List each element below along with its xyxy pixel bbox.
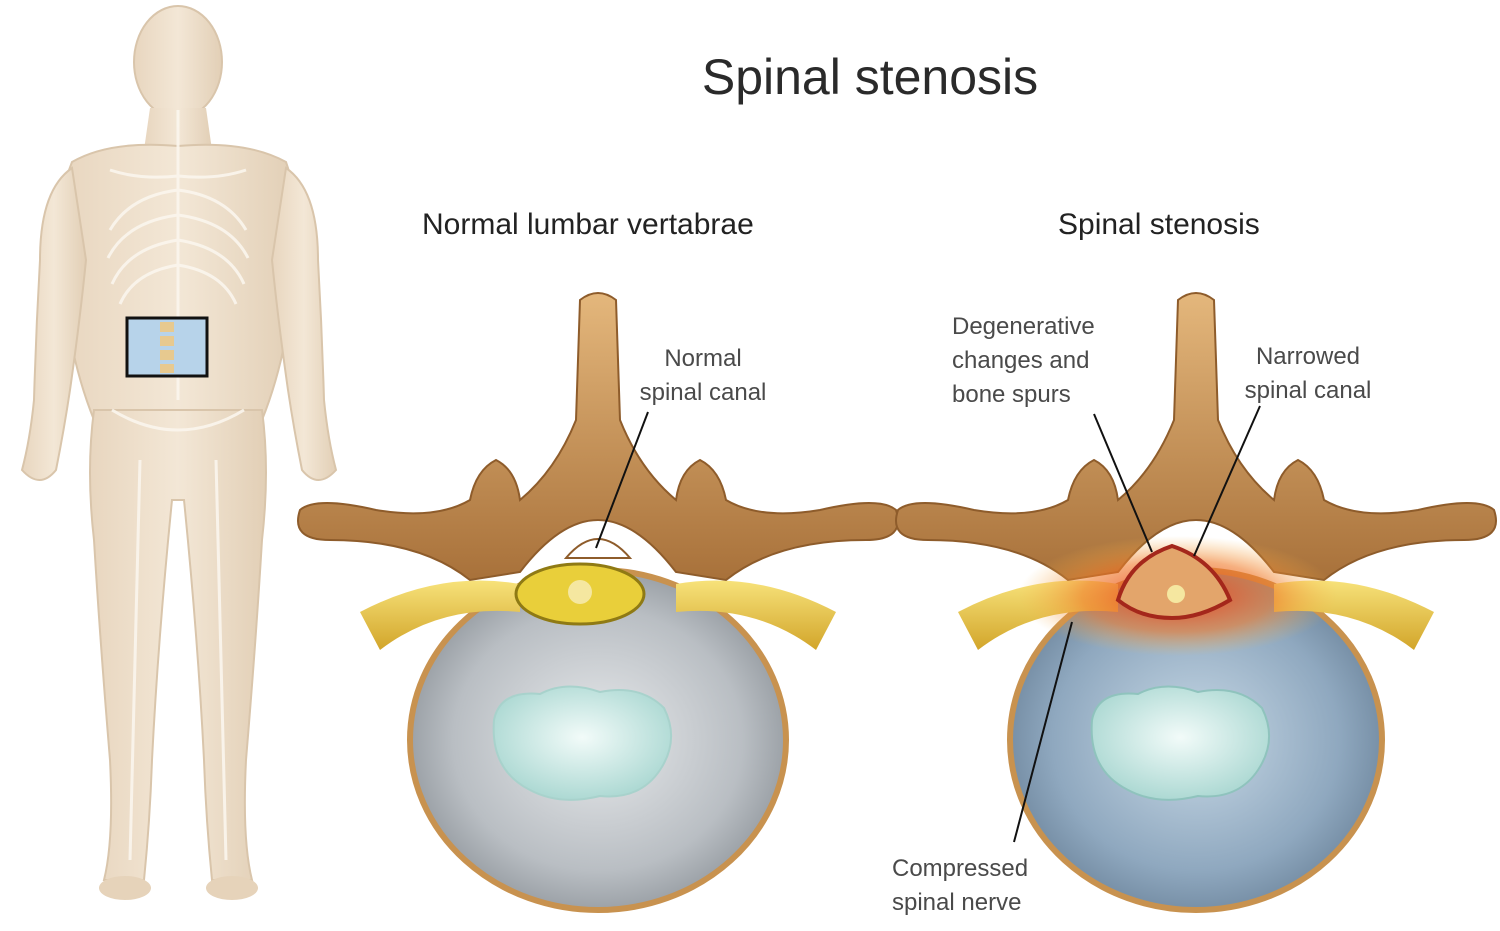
callout-line: changes and <box>952 347 1090 374</box>
callout-line: Degenerative <box>952 313 1095 340</box>
page-title: Spinal stenosis <box>701 49 1039 105</box>
normal-canal-leader <box>595 411 649 549</box>
compressed-nerve-leader <box>1013 621 1073 843</box>
stenosis-panel-heading: Spinal stenosis <box>1058 208 1260 241</box>
nerve-root-right <box>676 580 836 650</box>
stenosis-vertebra <box>895 292 1497 913</box>
normal-vertebra <box>297 292 899 913</box>
callout-line: spinal canal <box>1244 377 1372 404</box>
normal-spinal-canal <box>563 538 633 559</box>
normal-canal-callout: Normal spinal canal <box>628 342 778 410</box>
degenerative-leader <box>1093 413 1153 553</box>
stenosis-vertebral-arch <box>895 292 1497 582</box>
callout-line: spinal canal <box>639 379 767 406</box>
callout-line: Narrowed <box>1255 343 1361 370</box>
normal-panel-heading: Normal lumbar vertabrae <box>422 208 754 241</box>
callout-line: spinal nerve <box>892 889 1022 916</box>
degenerative-callout: Degenerative changes and bone spurs <box>952 310 1128 412</box>
callout-line: Normal <box>664 345 742 372</box>
callout-line: Compressed <box>892 855 1029 882</box>
narrowed-canal-leader <box>1193 405 1261 557</box>
normal-vertebral-arch <box>297 292 899 582</box>
stenosis-nucleus <box>1090 685 1271 801</box>
narrowed-canal-callout: Narrowed spinal canal <box>1228 340 1388 408</box>
callout-line: bone spurs <box>952 381 1071 408</box>
normal-nucleus <box>492 685 673 801</box>
nerve-root-left <box>360 580 520 650</box>
compressed-nerve-callout: Compressed spinal nerve <box>892 852 1062 920</box>
stenosis-spinal-cord <box>1115 543 1233 621</box>
human-body-figure <box>20 5 338 900</box>
